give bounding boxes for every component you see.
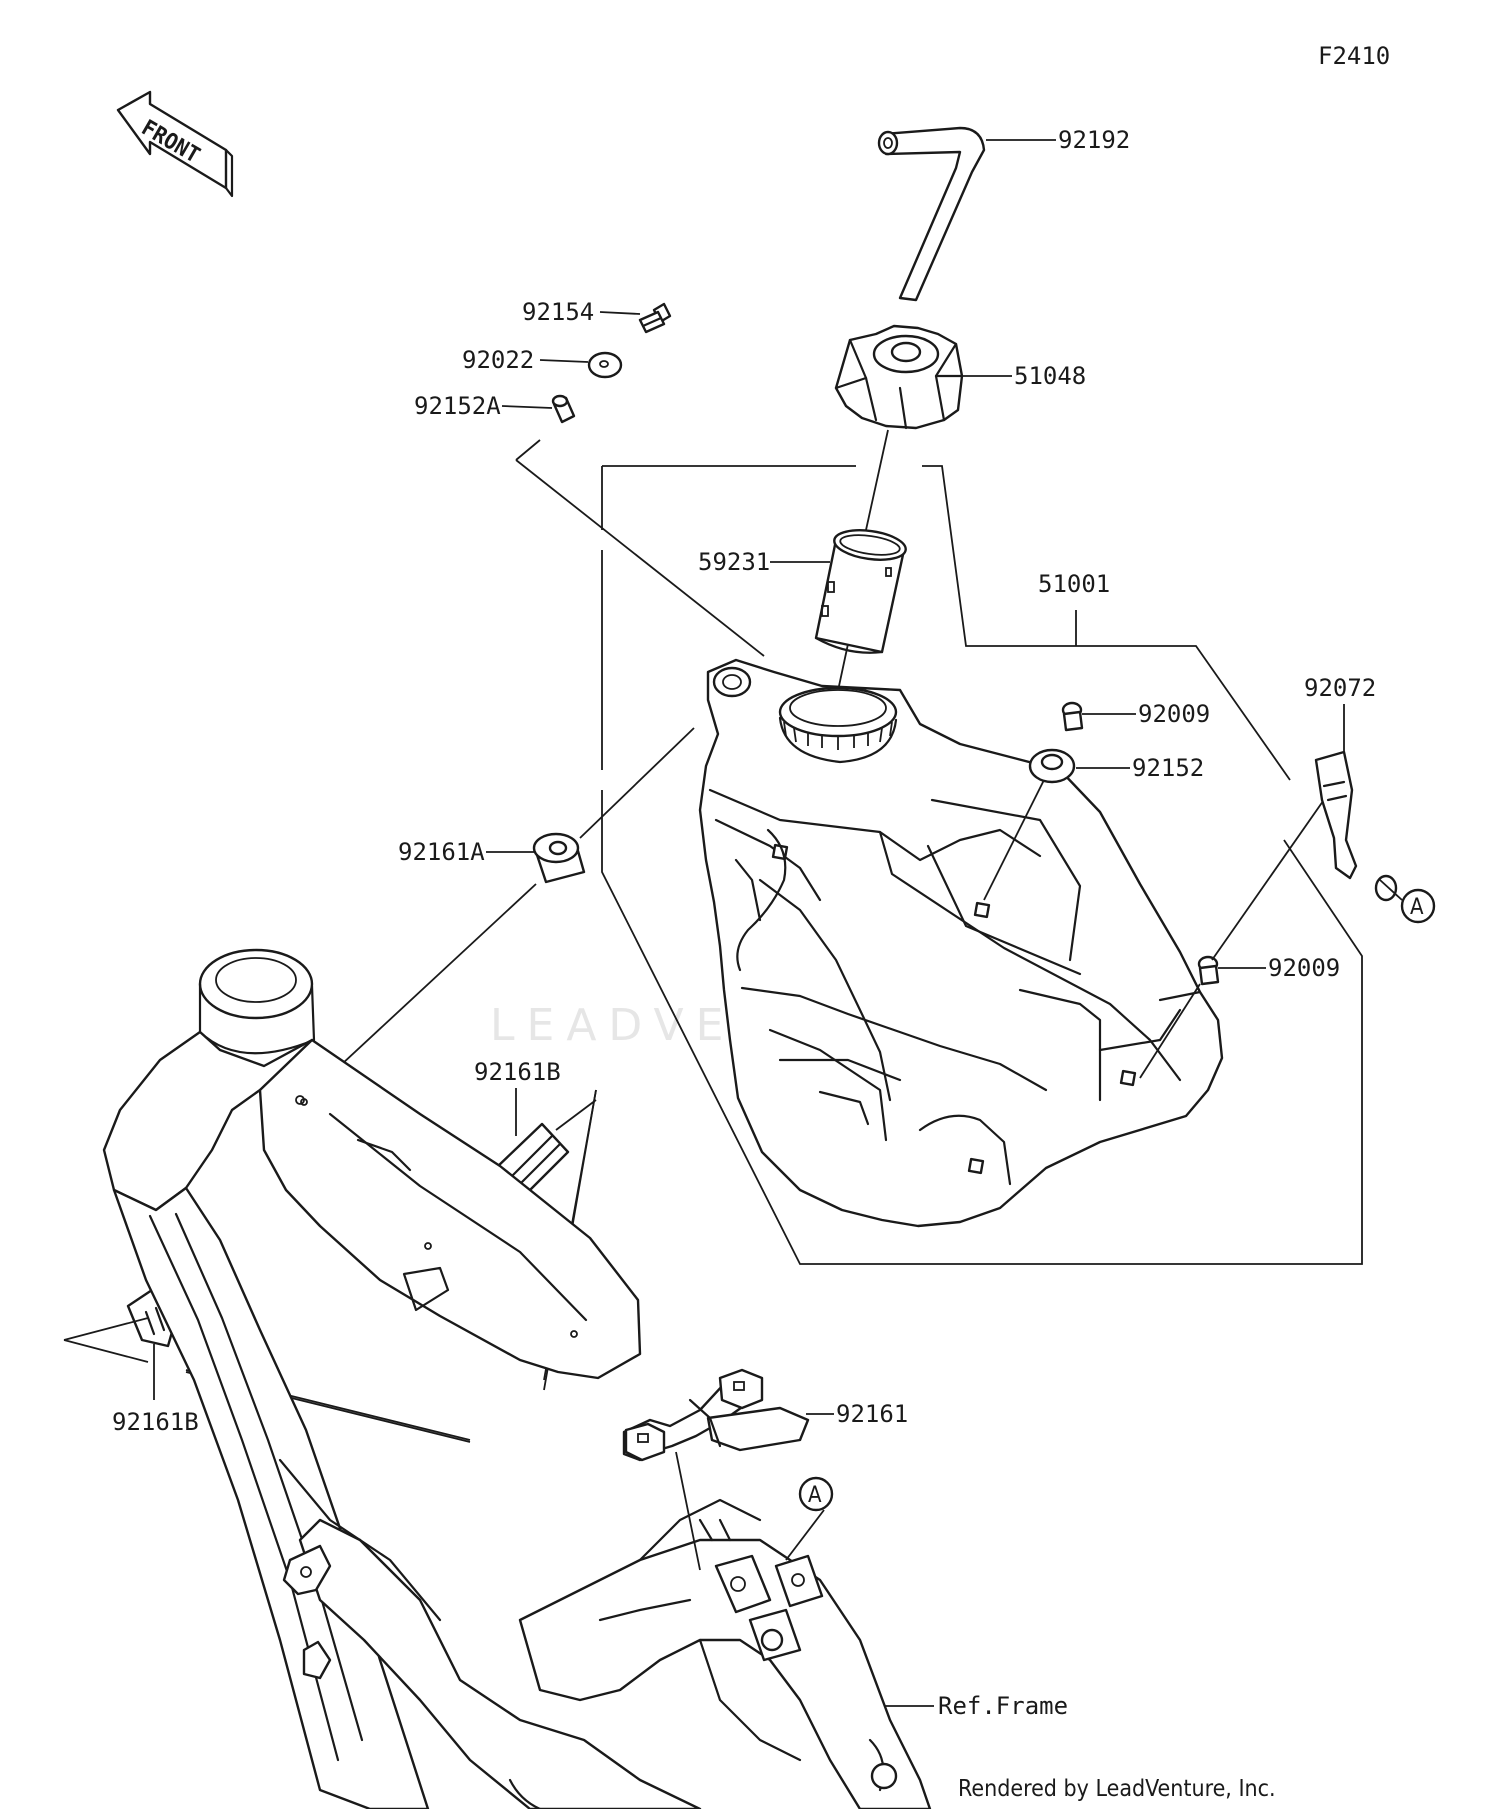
callout-92161: 92161 (836, 1400, 908, 1428)
bolt-92009-lower (1197, 955, 1220, 986)
callout-ref-frame: Ref.Frame (938, 1692, 1068, 1720)
ref-marker-a-upper: A (1400, 888, 1436, 924)
bolt-92009-upper (1061, 701, 1084, 732)
washer-92022 (587, 351, 623, 379)
credit-text: Rendered by LeadVenture, Inc. (958, 1776, 1276, 1802)
callout-92161A: 92161A (398, 838, 485, 866)
ref-marker-a-lower: A (798, 1476, 834, 1512)
callout-59231: 59231 (698, 548, 770, 576)
damper-92152 (1028, 748, 1076, 784)
collar-92152A (551, 394, 576, 424)
callout-92152A: 92152A (414, 392, 501, 420)
callout-92072: 92072 (1304, 674, 1376, 702)
figure-code: F2410 (1318, 42, 1390, 70)
fuel-filter (814, 529, 907, 654)
svg-text:A: A (808, 1483, 822, 1508)
callout-92022: 92022 (462, 346, 534, 374)
callout-92161B-left: 92161B (112, 1408, 199, 1436)
fuel-cap (834, 324, 964, 430)
strap-92072 (1314, 750, 1398, 902)
callout-51048: 51048 (1014, 362, 1086, 390)
breather-hose (877, 126, 986, 302)
callout-92154: 92154 (522, 298, 594, 326)
callout-92009-lower: 92009 (1268, 954, 1340, 982)
bolt-92154 (638, 302, 672, 334)
callout-51001: 51001 (1038, 570, 1110, 598)
damper-92161A (532, 832, 586, 884)
fuel-tank (698, 658, 1224, 1228)
frame (102, 948, 932, 1809)
damper-92161 (622, 1368, 810, 1462)
callout-92192: 92192 (1058, 126, 1130, 154)
front-arrow-icon: FRONT (116, 90, 234, 198)
svg-text:A: A (1410, 895, 1424, 920)
callout-92152: 92152 (1132, 754, 1204, 782)
callout-92161B-top: 92161B (474, 1058, 561, 1086)
callout-92009-upper: 92009 (1138, 700, 1210, 728)
